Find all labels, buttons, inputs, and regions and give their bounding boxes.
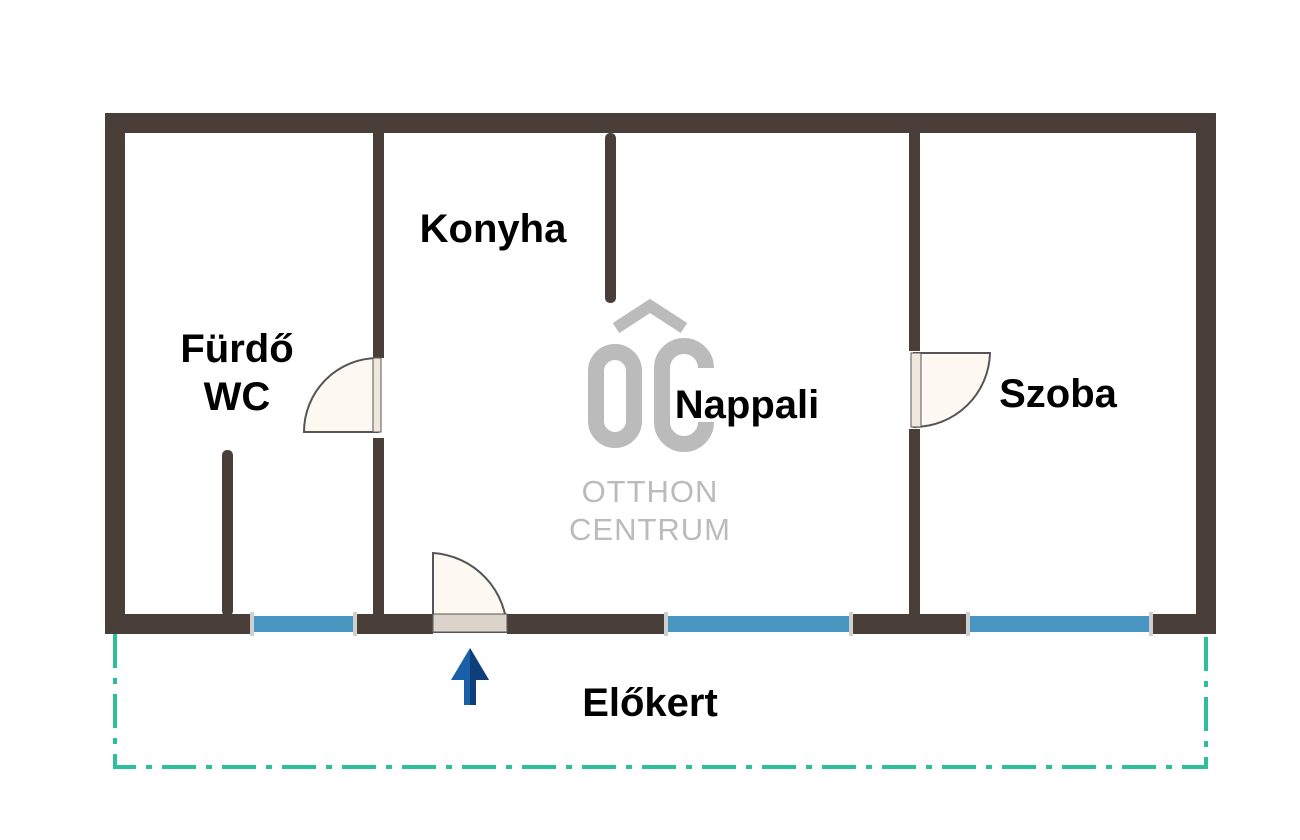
wall-bath-kitchen-lower <box>373 438 384 616</box>
door-entrance <box>432 551 509 634</box>
wall-bottom-segment <box>1151 614 1216 634</box>
door-bedroom <box>909 351 992 429</box>
wall-bottom-segment <box>355 614 433 634</box>
wall-bath-kitchen-upper <box>373 133 384 358</box>
wall-left <box>105 113 125 634</box>
doors <box>302 351 992 634</box>
watermark-line2: CENTRUM <box>569 512 731 547</box>
wall-living-bedroom-lower <box>909 429 920 616</box>
garden-border <box>113 634 1208 769</box>
watermark-logo <box>588 298 714 452</box>
watermark-o-shape <box>588 344 642 448</box>
watermark-line1: OTTHON <box>582 474 719 509</box>
room-labels: Fürdő WC Konyha Nappali Szoba Előkert <box>180 207 1117 725</box>
window-living-glass <box>667 616 851 632</box>
room-label-nappali: Nappali <box>675 383 819 427</box>
wall-bottom-segment <box>105 614 253 634</box>
windows <box>250 612 1153 636</box>
watermark-roof-icon <box>612 298 688 334</box>
room-label-wc: WC <box>204 375 271 419</box>
wall-bottom-segment <box>507 614 667 634</box>
window-bathroom-glass <box>253 616 355 632</box>
room-label-szoba: Szoba <box>999 372 1118 416</box>
garden-boundary <box>113 634 1208 769</box>
wall-top <box>105 113 1216 133</box>
wall-bottom-segment <box>851 614 969 634</box>
arrow-up-icon <box>451 648 489 705</box>
interior-walls <box>222 133 920 616</box>
watermark-c-shape <box>654 338 714 452</box>
room-label-furdo: Fürdő <box>180 327 293 371</box>
room-label-konyha: Konyha <box>420 207 567 251</box>
exterior-walls <box>105 113 1216 634</box>
door-bathroom <box>302 356 384 438</box>
room-label-elokert: Előkert <box>582 681 718 725</box>
wall-kitchen-stub <box>605 133 616 303</box>
wall-living-bedroom-upper <box>909 133 920 351</box>
watermark: OTTHON CENTRUM <box>569 298 731 547</box>
wall-bathroom-stub <box>222 450 233 616</box>
wall-right <box>1196 113 1216 634</box>
window-bedroom-glass <box>969 616 1151 632</box>
